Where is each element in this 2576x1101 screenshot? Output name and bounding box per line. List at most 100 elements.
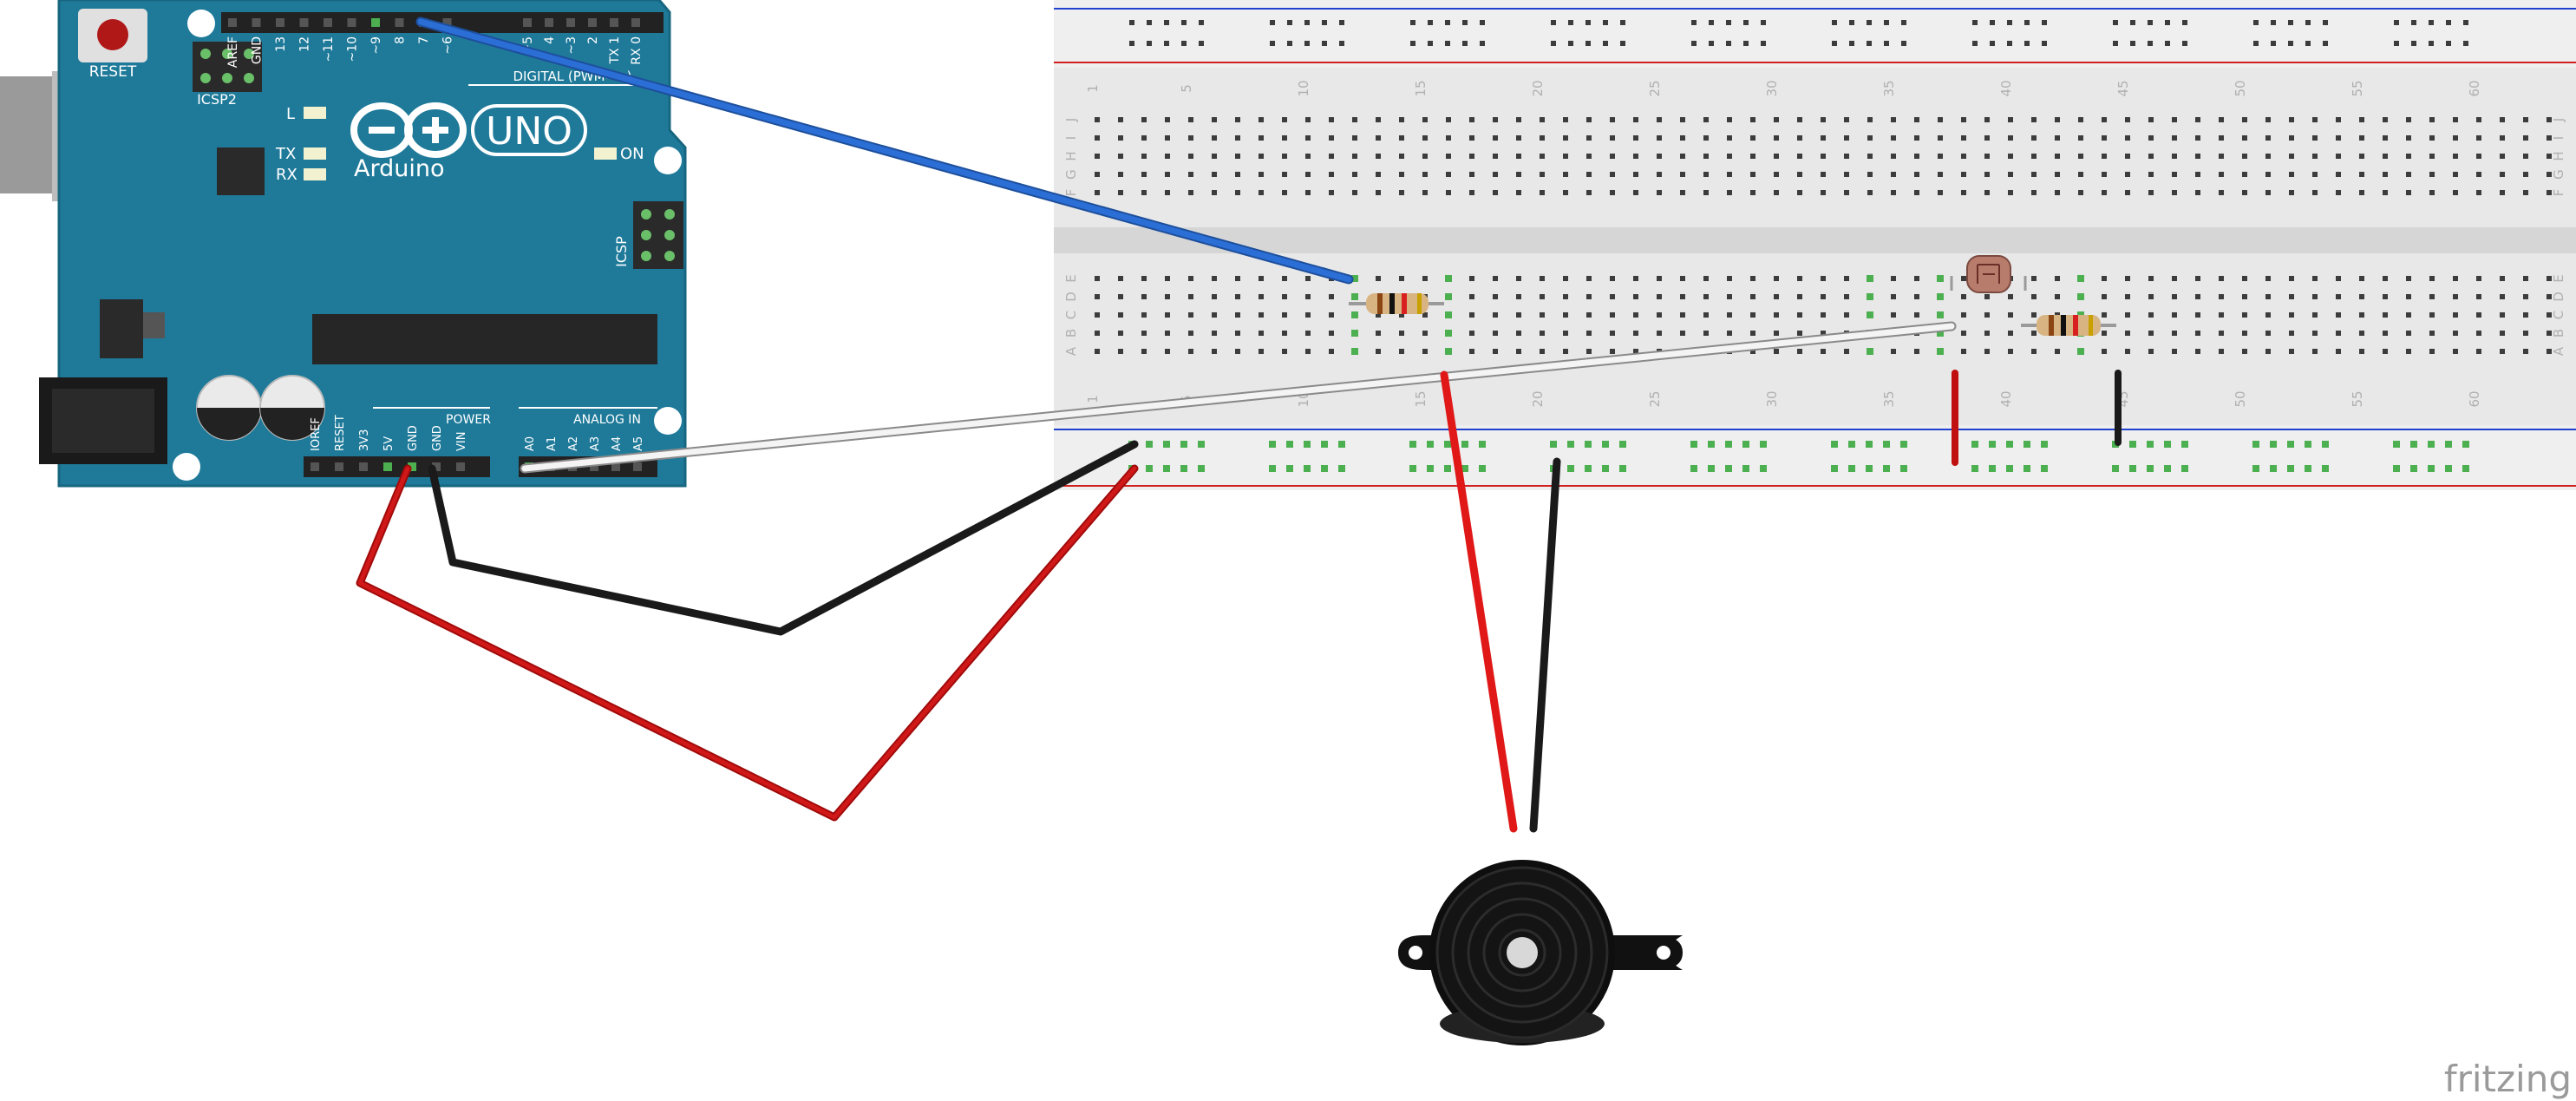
breadboard-hole [1774,276,1779,281]
active-hole [1351,330,1358,337]
power-pin[interactable] [408,462,416,471]
breadboard-hole [1821,154,1826,159]
digital-pin[interactable] [252,18,261,27]
active-hole [1867,311,1873,318]
breadboard-hole [1469,331,1474,336]
power-pin[interactable] [311,462,319,471]
rail-hole [1691,41,1697,46]
breadboard-hole [2078,117,2083,122]
breadboard-hole [1774,312,1779,318]
breadboard-hole [2523,312,2528,318]
power-pin[interactable] [456,462,465,471]
analog-pin[interactable] [633,462,642,471]
digital-pin[interactable] [566,18,575,27]
digital-pin[interactable] [324,18,332,27]
digital-pin[interactable] [442,18,452,27]
breadboard-hole [1399,349,1404,354]
photoresistor[interactable] [1950,255,2027,293]
breadboard-hole [1797,349,1802,354]
breadboard-hole [2102,172,2107,177]
breadboard-hole [1821,331,1826,336]
rail-hole [1322,20,1327,25]
power-pin[interactable] [359,462,368,471]
breadboard-hole [1212,276,1217,281]
digital-pin[interactable] [395,18,404,27]
breadboard-hole [2289,117,2294,122]
rail-hole [2323,20,2328,25]
digital-pin[interactable] [371,18,380,27]
power-pin[interactable] [432,462,441,471]
active-rail-hole [1848,441,1855,448]
breadboard-hole [1329,135,1334,141]
breadboard-hole [1305,172,1311,177]
active-rail-hole [1602,441,1609,448]
digital-pin[interactable] [299,18,309,27]
rail-hole [1181,20,1187,25]
digital-pin[interactable] [610,18,618,27]
breadboard-hole [1563,294,1568,299]
resistor-2[interactable] [2021,315,2116,336]
breadboard-hole [1821,135,1826,141]
breadboard-hole [2242,349,2247,354]
column-number: 50 [2233,390,2248,407]
digital-pin[interactable] [276,18,284,27]
row-letter: H [2551,151,2566,161]
breadboard-hole [1493,154,1498,159]
breadboard-hole [2008,135,2013,141]
analog-pin[interactable] [590,462,598,471]
breadboard-hole [1516,172,1521,177]
rail-hole [1480,41,1485,46]
wire-black-gnd[interactable] [428,440,1139,636]
power-pin-label: GND [407,425,420,451]
breadboard-hole [2383,190,2388,195]
analog-pin[interactable] [611,462,620,471]
digital-pin[interactable] [523,18,532,27]
breadboard-hole [1961,294,1966,299]
power-pin[interactable] [335,462,343,471]
active-rail-hole [1198,465,1205,472]
breadboard-hole [2102,190,2107,195]
digital-pin[interactable] [347,18,356,27]
digital-pin[interactable] [545,18,553,27]
reset-button-cap[interactable] [97,19,128,50]
breadboard-hole [2500,312,2505,318]
breadboard-hole [2547,294,2552,299]
digital-pin[interactable] [588,18,597,27]
breadboard-hole [1235,172,1240,177]
active-rail-hole [1321,465,1328,472]
power-pin[interactable] [383,462,392,471]
breadboard-hole [2476,312,2481,318]
active-rail-hole [1831,441,1838,448]
resistor-1[interactable] [1349,293,1444,314]
breadboard-hole [2125,190,2130,195]
digital-pin[interactable] [631,18,640,27]
breadboard-hole [1305,331,1311,336]
breadboard-hole [1938,154,1943,159]
breadboard-hole [1376,349,1381,354]
active-rail-hole [2270,441,2277,448]
buzzer-lead-black[interactable] [1529,457,1561,833]
breadboard-hole [1469,117,1474,122]
buzzer-lead-red[interactable] [1440,370,1518,833]
breadboard-hole [1633,172,1638,177]
piezo-buzzer[interactable] [1398,860,1683,1045]
power-pin-label: 5V [382,436,396,451]
wire-red-5v[interactable] [356,464,1139,822]
breadboard-hole [1516,154,1521,159]
icsp-header [633,201,683,269]
digital-pin[interactable] [228,18,237,27]
breadboard-hole [2312,135,2318,141]
active-rail-hole [1180,465,1187,472]
breadboard-hole [2359,154,2364,159]
rail-hole [1462,20,1468,25]
breadboard-hole [2148,135,2154,141]
rail-hole [1322,41,1327,46]
breadboard-hole [1867,190,1873,195]
active-rail-hole [1883,465,1890,472]
breadboard-hole [2289,154,2294,159]
active-rail-hole [2287,465,2294,472]
breadboard-hole [1329,331,1334,336]
breadboard-hole [2102,154,2107,159]
